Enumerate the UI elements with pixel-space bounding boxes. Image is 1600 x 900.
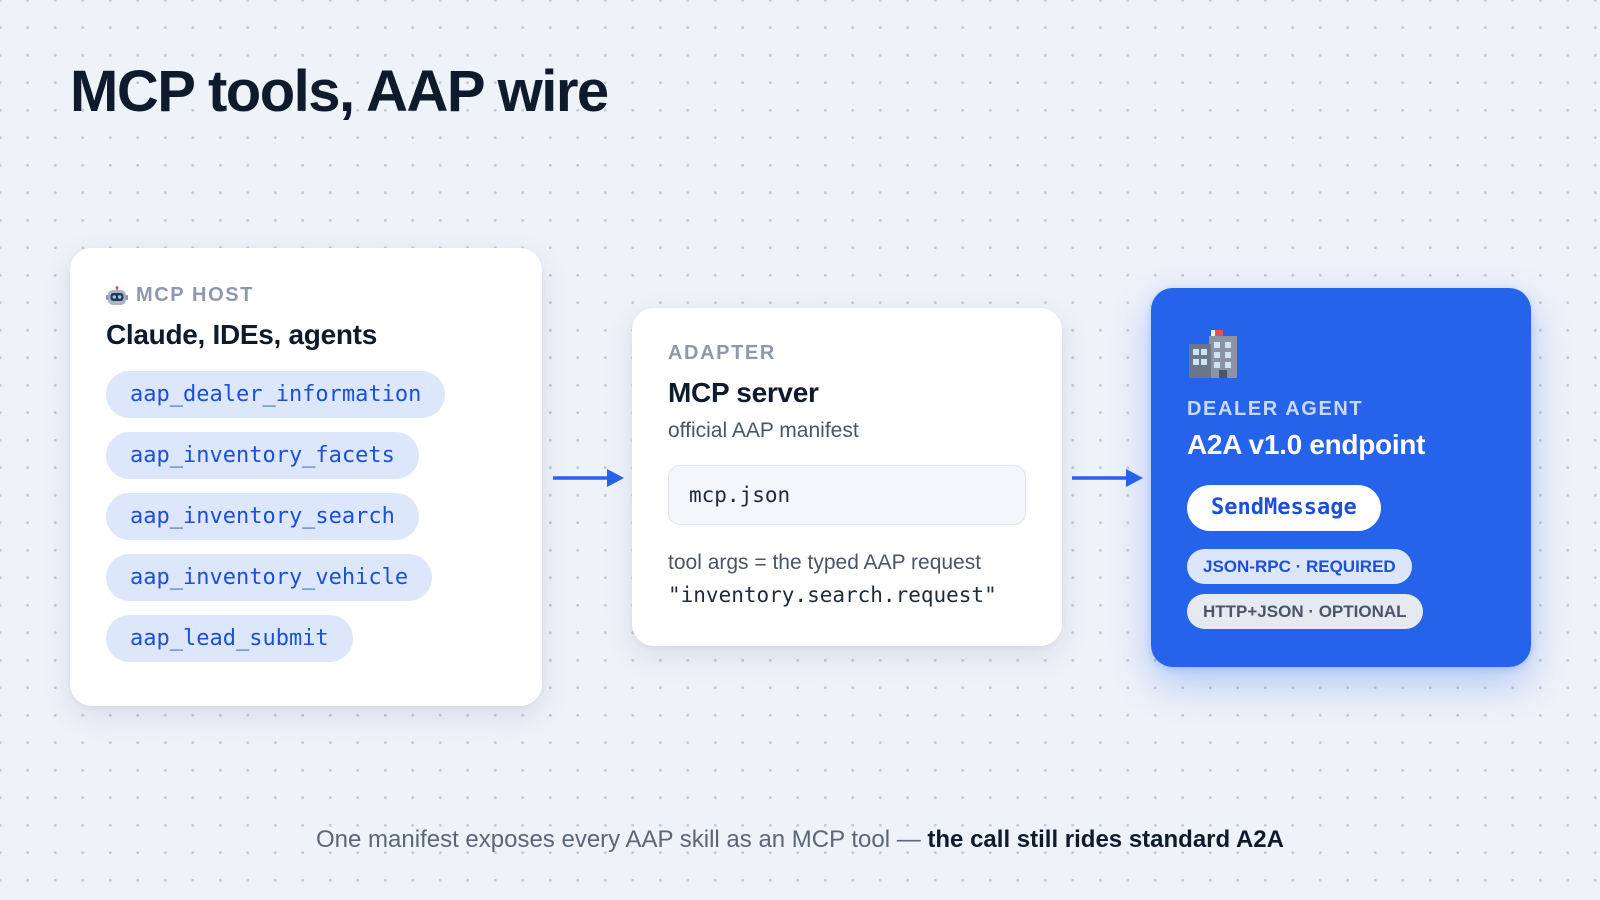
tool-list: aap_dealer_information aap_inventory_fac…: [106, 371, 506, 662]
tool-pill-dealer-information[interactable]: aap_dealer_information: [106, 371, 446, 418]
caption-lead: One manifest exposes every AAP skill as …: [316, 826, 928, 853]
tool-pill-inventory-vehicle[interactable]: aap_inventory_vehicle: [106, 554, 433, 601]
tool-args-value: "inventory.search.request": [668, 583, 997, 607]
http-json-optional-badge: HTTP+JSON · OPTIONAL: [1187, 594, 1423, 629]
building-icon: [1187, 328, 1495, 380]
arrow-host-to-adapter: [553, 469, 624, 487]
send-message-button[interactable]: SendMessage: [1187, 485, 1381, 531]
caption-emphasis: the call still rides standard A2A: [927, 826, 1284, 853]
dealer-agent-eyebrow: DEALER AGENT: [1187, 398, 1364, 420]
mcp-host-card: MCP HOST Claude, IDEs, agents aap_dealer…: [70, 248, 542, 706]
tool-pill-inventory-search[interactable]: aap_inventory_search: [106, 493, 419, 540]
mcp-host-label: MCP HOST: [136, 284, 254, 306]
mcp-host-eyebrow: MCP HOST: [106, 284, 506, 307]
dealer-agent-heading: A2A v1.0 endpoint: [1187, 429, 1426, 460]
tool-pill-inventory-facets[interactable]: aap_inventory_facets: [106, 432, 419, 479]
json-rpc-required-badge: JSON-RPC · REQUIRED: [1187, 549, 1412, 584]
arrow-adapter-to-dealer: [1072, 469, 1143, 487]
tool-args-label: tool args = the typed AAP request: [668, 551, 982, 574]
adapter-eyebrow: ADAPTER: [668, 342, 776, 364]
adapter-card: ADAPTER MCP server official AAP manifest…: [632, 308, 1062, 646]
mcp-host-heading: Claude, IDEs, agents: [106, 319, 377, 350]
tool-pill-lead-submit[interactable]: aap_lead_submit: [106, 615, 353, 662]
transport-badges: JSON-RPC · REQUIRED HTTP+JSON · OPTIONAL: [1187, 549, 1495, 629]
dealer-agent-card: DEALER AGENT A2A v1.0 endpoint SendMessa…: [1151, 288, 1531, 667]
adapter-subtext: official AAP manifest: [668, 419, 859, 442]
adapter-heading: MCP server: [668, 377, 819, 408]
footer-caption: One manifest exposes every AAP skill as …: [0, 826, 1600, 854]
page-title: MCP tools, AAP wire: [70, 59, 609, 124]
manifest-file: mcp.json: [668, 465, 1026, 525]
robot-icon: [106, 285, 128, 306]
